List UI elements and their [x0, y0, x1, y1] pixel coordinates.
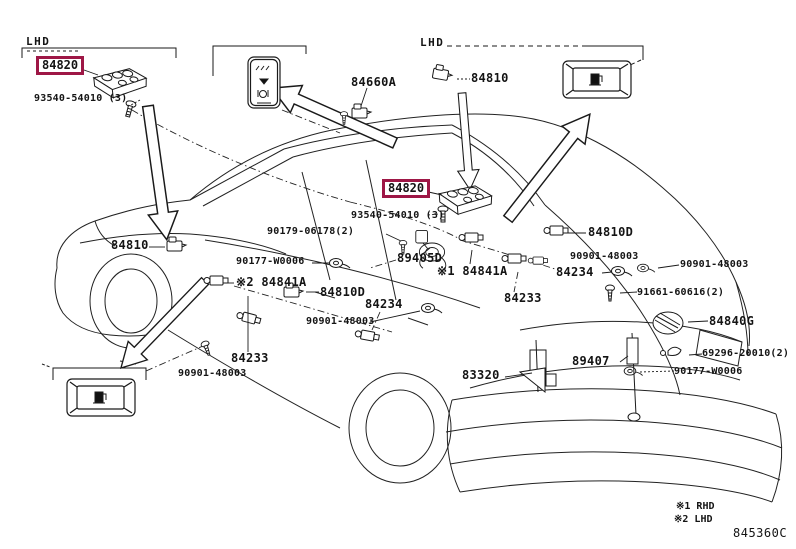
- part-number-label: 90901-48003: [680, 259, 749, 270]
- grommet-part: [637, 263, 656, 273]
- grommet-part: [421, 303, 443, 314]
- part-number-label: 84810: [471, 71, 509, 85]
- part-number-label: ※1 84841A: [437, 264, 508, 278]
- footnote-lhd: ※2 LHD: [674, 514, 713, 525]
- part-number-label: 90901-48003: [178, 368, 247, 379]
- bolt-part: [605, 284, 615, 302]
- part-number-label: 69296-20010(2): [702, 348, 790, 359]
- connector-part: [235, 309, 262, 326]
- switch-part: [501, 253, 527, 264]
- part-number-label: 84810D: [320, 285, 366, 299]
- part-number-label: 89407: [572, 354, 610, 368]
- part-glyphs: [66, 56, 684, 422]
- part-number-label: 90179-06178(2): [267, 226, 355, 237]
- region-label-lhd-right: LHD: [420, 36, 445, 49]
- part-number-label: 90177-W0006: [236, 256, 305, 267]
- part-number-label: 93540-54010 (3): [351, 210, 445, 221]
- part-number-label: 84810: [111, 238, 149, 252]
- part-number-label: 91661-60616(2): [637, 287, 725, 298]
- highlighted-part-84820: 84820: [36, 56, 85, 76]
- grommet-part: [329, 258, 351, 269]
- grommet-part: [611, 266, 633, 277]
- part-number-label: 84233: [504, 291, 542, 305]
- footnote-rhd: ※1 RHD: [676, 501, 715, 512]
- part-number-label: 90177-W0006: [674, 366, 743, 377]
- part-number-label: 84840G: [709, 314, 755, 328]
- window-switch-part: [166, 236, 187, 252]
- arrow-rocker: [110, 271, 216, 378]
- part-number-label: 84234: [365, 297, 403, 311]
- part-number-label: 84660A: [351, 75, 397, 89]
- part-number-label: 90901-48003: [306, 316, 375, 327]
- fuel-pump-icon: [562, 60, 632, 99]
- part-number-label: 90901-48003: [570, 251, 639, 262]
- part-number-label: 84234: [556, 265, 594, 279]
- part-number-label: 83320: [462, 368, 500, 382]
- leader-lines: [83, 69, 709, 378]
- fuel-pump-icon: [66, 378, 136, 417]
- part-number-label: 89405D: [397, 251, 443, 265]
- highlighted-part-84820: 84820: [382, 179, 431, 199]
- switch-part: [543, 225, 569, 236]
- part-number-label: ※2 84841A: [236, 275, 307, 289]
- switch-part: [527, 256, 548, 265]
- window-switch-part: [431, 63, 454, 82]
- harness-lines: [131, 109, 559, 372]
- part-number-label: 84233: [231, 351, 269, 365]
- switch-part: [354, 328, 381, 343]
- switch-part: [458, 232, 484, 243]
- roof-switch-part: [351, 103, 372, 119]
- switch-panel-icon: [247, 56, 281, 109]
- part-number-label: 93540-54010 (3): [34, 93, 128, 104]
- clip-part: [660, 346, 682, 356]
- region-label-lhd-left: LHD: [26, 35, 51, 48]
- rear-combo-part: [652, 311, 684, 335]
- switch-part: [203, 275, 229, 286]
- part-number-label: 84810D: [588, 225, 634, 239]
- diagram-code: 845360C: [733, 526, 788, 540]
- car-outline: [54, 113, 783, 503]
- antenna-part: [626, 332, 641, 422]
- arrow-rear-door: [450, 91, 482, 192]
- fuel-sender-part: [518, 339, 557, 394]
